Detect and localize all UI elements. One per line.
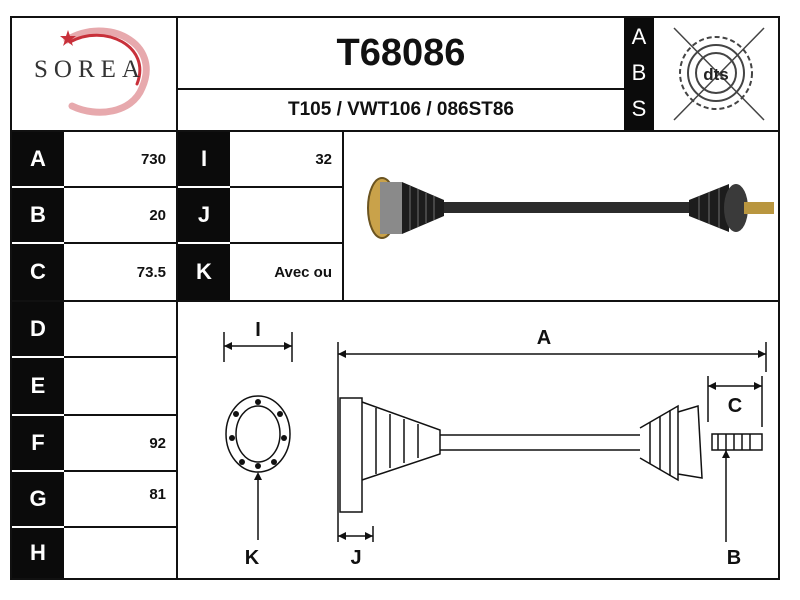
dim-label-i: I: [178, 132, 230, 186]
dim-label-d: D: [12, 302, 64, 356]
diagram-label-a: A: [537, 327, 551, 349]
part-reference: T68086: [336, 31, 466, 74]
dim-label-b: B: [12, 188, 64, 242]
dts-area: dts: [654, 18, 778, 130]
abs-letter-b: B: [631, 60, 647, 85]
dim-label-g: G: [12, 472, 64, 526]
dim-value-a: 730: [140, 150, 166, 168]
datasheet: SOREA T68086 T105 / VWT106 / 086ST86 A B…: [10, 16, 780, 580]
dim-value-j: [230, 188, 342, 242]
dim-value-h: [64, 528, 176, 578]
dim-label-j: J: [178, 188, 230, 242]
dts-gear-logo: dts: [673, 27, 765, 121]
diagram-label-j: J: [350, 547, 361, 569]
abs-box: A B S: [624, 18, 654, 130]
dim-label-f: F: [12, 416, 64, 470]
diagram-label-i: I: [255, 319, 261, 341]
star-icon: [60, 30, 76, 46]
dim-value-c: 73.5: [136, 263, 166, 281]
abs-letter-a: A: [631, 24, 647, 49]
mid-dimension-table: I 32 J K Avec ou: [12, 18, 778, 318]
diagram-label-c: C: [728, 395, 742, 417]
left-dimension-table: A 730 B 20 C 73.5 D E F 92 G 81 H: [12, 18, 176, 578]
technical-diagram: I A C K J B: [178, 302, 778, 578]
dim-label-e: E: [12, 358, 64, 414]
sorea-logo-swirl: [60, 27, 150, 116]
dim-label-a: A: [12, 132, 64, 186]
dim-value-g: 81: [149, 485, 166, 503]
product-photo: [344, 132, 778, 300]
drive-shaft-photo: [367, 177, 774, 239]
dimension-drawing: I A C K J B: [223, 319, 767, 569]
diagram-label-b: B: [727, 547, 741, 569]
logo-text: SOREA: [34, 56, 146, 83]
abs-letter-s: S: [631, 96, 647, 121]
logo-area: SOREA: [12, 18, 176, 130]
dts-text: dts: [703, 65, 729, 84]
dim-label-h: H: [12, 528, 64, 578]
dim-value-f: 92: [149, 434, 166, 452]
dim-value-b: 20: [149, 206, 166, 224]
diagram-label-k: K: [245, 547, 260, 569]
dim-value-i: 32: [315, 150, 332, 168]
dim-value-e: [64, 358, 176, 414]
dim-label-k: K: [178, 244, 230, 300]
cross-references: T105 / VWT106 / 086ST86: [287, 99, 514, 120]
dim-value-k: Avec ou: [274, 263, 332, 281]
dim-label-c: C: [12, 244, 64, 300]
